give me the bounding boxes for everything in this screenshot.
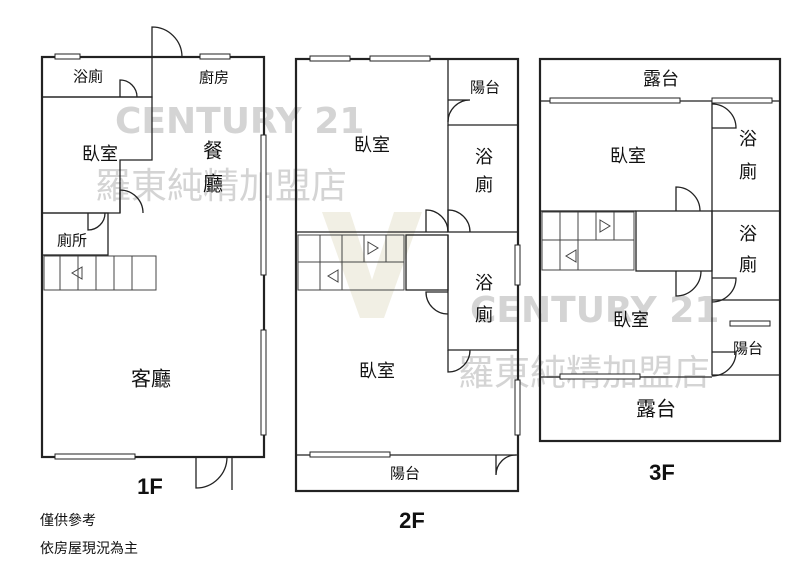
floor-2f-window: [369, 55, 431, 62]
floor-1f-window: [54, 453, 136, 460]
room-label-2f-bedroom-top: 臥室: [354, 135, 390, 156]
room-label-1f-toilet: 廁所: [57, 232, 87, 250]
room-label-1f-bedroom: 臥室: [82, 144, 118, 165]
note-reference-only: 僅供參考: [40, 513, 96, 529]
floor-1f-window: [199, 53, 231, 60]
floor-2f-bath-mid-door: [447, 349, 471, 373]
room-label-2f-bath-mid-1: 浴: [475, 273, 493, 294]
watermark-right: CENTURY 21 羅東純精加盟店: [458, 290, 719, 394]
floor-3f-bath-wall: [711, 101, 780, 212]
room-label-3f-bath-mid-2: 廁: [739, 254, 757, 276]
floor-3f-bath-door: [711, 103, 737, 129]
floor-1f-bedroom-door: [119, 189, 144, 214]
floor-3f-bedroom-bottom-door: [675, 270, 702, 297]
floor-label-3f: 3F: [649, 460, 675, 485]
floor-2f-window: [309, 55, 351, 62]
floor-2f-window: [514, 379, 521, 436]
floor-1f-toilet-door: [87, 212, 106, 231]
floor-label-1f: 1F: [137, 474, 163, 499]
room-label-2f-balcony-bottom: 陽台: [390, 465, 420, 483]
room-label-1f-dining-2: 廳: [203, 172, 223, 196]
floor-1f-plan: 浴廁 廚房 臥室 餐 廳 廁所 客廳 1F: [40, 26, 267, 499]
room-label-1f-bathroom: 浴廁: [73, 68, 103, 86]
watermark-store-left: 羅東純精加盟店: [95, 166, 347, 207]
watermark-logo: [322, 212, 422, 318]
floor-label-2f: 2F: [399, 508, 425, 533]
room-label-1f-kitchen: 廚房: [199, 69, 229, 87]
floor-1f-window: [260, 134, 267, 276]
room-label-3f-bath-top-1: 浴: [739, 129, 757, 150]
room-label-3f-bedroom-top: 臥室: [610, 146, 646, 167]
watermark-brand-left: CENTURY 21: [115, 101, 364, 142]
floor-1f-stairs: [43, 255, 157, 291]
room-label-3f-bath-top-2: 廁: [739, 161, 757, 183]
floor-1f-bath-door: [119, 79, 138, 98]
floor-1f-window: [260, 329, 267, 436]
floor-1f-window: [54, 53, 81, 60]
room-label-1f-living: 客廳: [131, 367, 171, 391]
floor-3f-outer-wall: [538, 57, 782, 443]
room-label-3f-balcony: 陽台: [733, 340, 763, 358]
room-label-2f-bath-top-2: 廁: [475, 174, 493, 196]
room-label-2f-bath-mid-2: 廁: [475, 304, 493, 326]
floor-3f-balcony-wall: [711, 300, 780, 376]
floor-2f-stairs: [297, 234, 405, 291]
floor-2f-balcony-bottom-door: [495, 454, 517, 476]
room-label-3f-terrace-bottom: 露台: [636, 397, 676, 421]
floor-3f-bath-mid-door: [711, 277, 737, 303]
floor-2f-bedroom-door: [425, 209, 449, 233]
floor-3f-balcony-door: [711, 351, 737, 377]
note-actual-condition: 依房屋現況為主: [40, 541, 138, 557]
floor-2f-bath-door: [447, 209, 471, 233]
floor-3f-corridor-wall: [635, 210, 713, 272]
floor-1f-entry-door-bottom: [195, 456, 228, 489]
floor-3f-stairs: [541, 211, 635, 271]
floor-2f-plan: 陽台 臥室 浴 廁 浴 廁 臥室 陽台 2F: [294, 55, 521, 533]
watermark-left: CENTURY 21 羅東純精加盟店: [95, 101, 364, 207]
floor-3f-window: [549, 97, 681, 104]
floor-3f-window: [729, 320, 771, 327]
floor-2f-corridor-door: [425, 291, 449, 315]
floor-1f-entry-door-top: [151, 26, 183, 58]
room-label-2f-bath-top-1: 浴: [475, 147, 493, 168]
floor-2f-window: [514, 244, 521, 286]
room-label-3f-bedroom-bottom: 臥室: [613, 310, 649, 331]
room-label-2f-bedroom-bottom: 臥室: [359, 361, 395, 382]
watermark-brand-right: CENTURY 21: [470, 290, 719, 331]
floor-1f-toilet-wall: [42, 212, 109, 256]
room-label-3f-bath-mid-1: 浴: [739, 224, 757, 245]
floor-3f-plan: 露台 臥室 浴 廁 浴 廁 臥室 陽台 露台 3F: [538, 57, 782, 485]
room-label-2f-balcony-top: 陽台: [470, 79, 500, 97]
floor-3f-window: [711, 97, 773, 104]
floor-2f-window: [309, 451, 391, 458]
room-label-1f-dining-1: 餐: [203, 139, 223, 163]
floor-2f-corridor-wall: [405, 234, 449, 291]
room-label-3f-terrace-top: 露台: [643, 69, 679, 90]
floor-2f-balcony-door: [447, 99, 471, 123]
floor-3f-bedroom-door: [675, 186, 701, 212]
floor-3f-window: [559, 373, 641, 380]
